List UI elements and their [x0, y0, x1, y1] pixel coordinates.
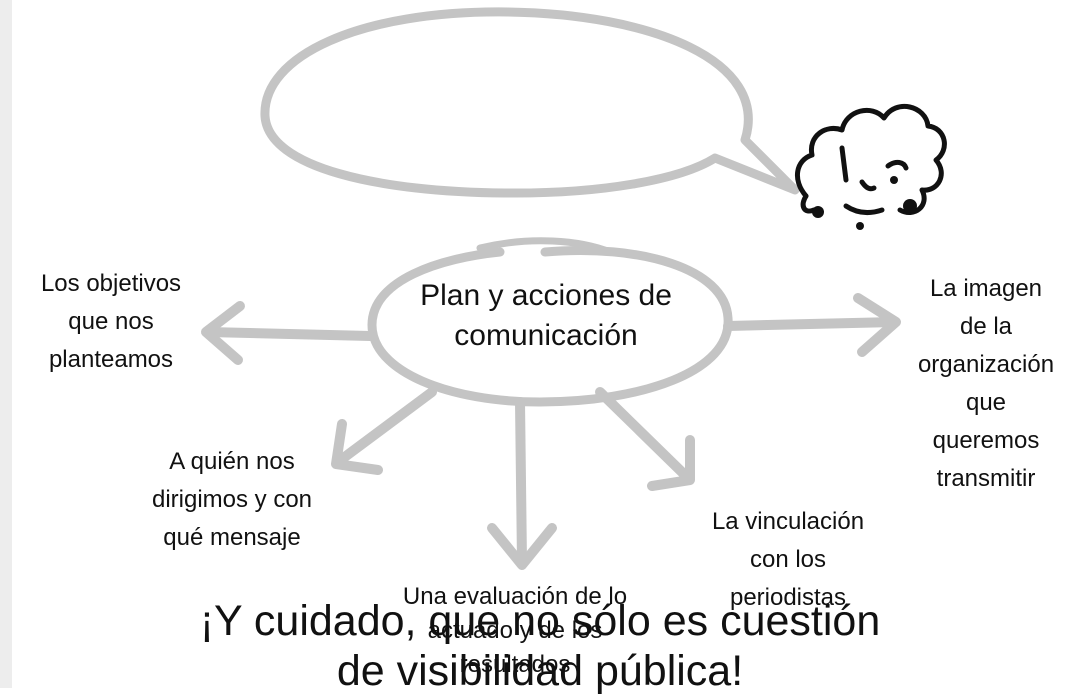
node-line: que: [965, 389, 1007, 416]
arrow-icon: [723, 293, 901, 357]
node-imagen: La imagen de la organización que queremo…: [896, 270, 1076, 498]
arrow-icon: [331, 387, 437, 475]
cartoon-face-icon: [795, 104, 947, 216]
node-line: qué mensaje: [163, 524, 301, 551]
node-line: actuado y de los: [427, 617, 603, 644]
node-line: con los: [749, 546, 827, 573]
arrow-icon: [487, 397, 557, 570]
node-line: La imagen: [929, 275, 1043, 302]
center-label-line: Plan y acciones de: [420, 279, 672, 312]
node-line: planteamos: [48, 346, 174, 373]
arrow-icon: [595, 387, 695, 491]
center-ellipse-icon: [367, 237, 733, 407]
warning-line: de visibilidad pública!: [336, 647, 744, 695]
node-line: La vinculación: [711, 508, 865, 535]
node-line: dirigimos y con: [151, 486, 313, 513]
left-margin-strip: [0, 0, 12, 688]
node-line: organización: [917, 351, 1055, 378]
node-line: de la: [959, 313, 1013, 340]
speech-bubble-icon: [260, 7, 800, 198]
center-node-label: Plan y acciones de comunicación: [372, 276, 720, 356]
node-line: resultados: [459, 651, 571, 678]
node-line: que nos: [68, 308, 154, 335]
node-line: Una evaluación de lo: [402, 583, 628, 610]
node-line: Los objetivos: [40, 270, 182, 297]
node-objetivos: Los objetivos que nos planteamos: [8, 265, 214, 379]
node-vinculacion: La vinculación con los periodistas: [678, 503, 898, 617]
warning-message: ¡Y cuidado, que no sólo es cuestión de v…: [120, 596, 960, 696]
center-label-line: comunicación: [454, 319, 638, 352]
arrow-icon: [201, 301, 375, 365]
node-line: A quién nos: [169, 448, 295, 475]
node-line: transmitir: [936, 465, 1036, 492]
cartoon-face-icon: [812, 176, 917, 230]
warning-line: ¡Y cuidado, que no sólo es cuestión: [199, 597, 881, 645]
node-audiencia: A quién nos dirigimos y con qué mensaje: [118, 443, 346, 557]
node-line: queremos: [932, 427, 1040, 454]
node-line: periodistas: [729, 584, 847, 611]
node-evaluacion: Una evaluación de lo actuado y de los re…: [350, 580, 680, 682]
